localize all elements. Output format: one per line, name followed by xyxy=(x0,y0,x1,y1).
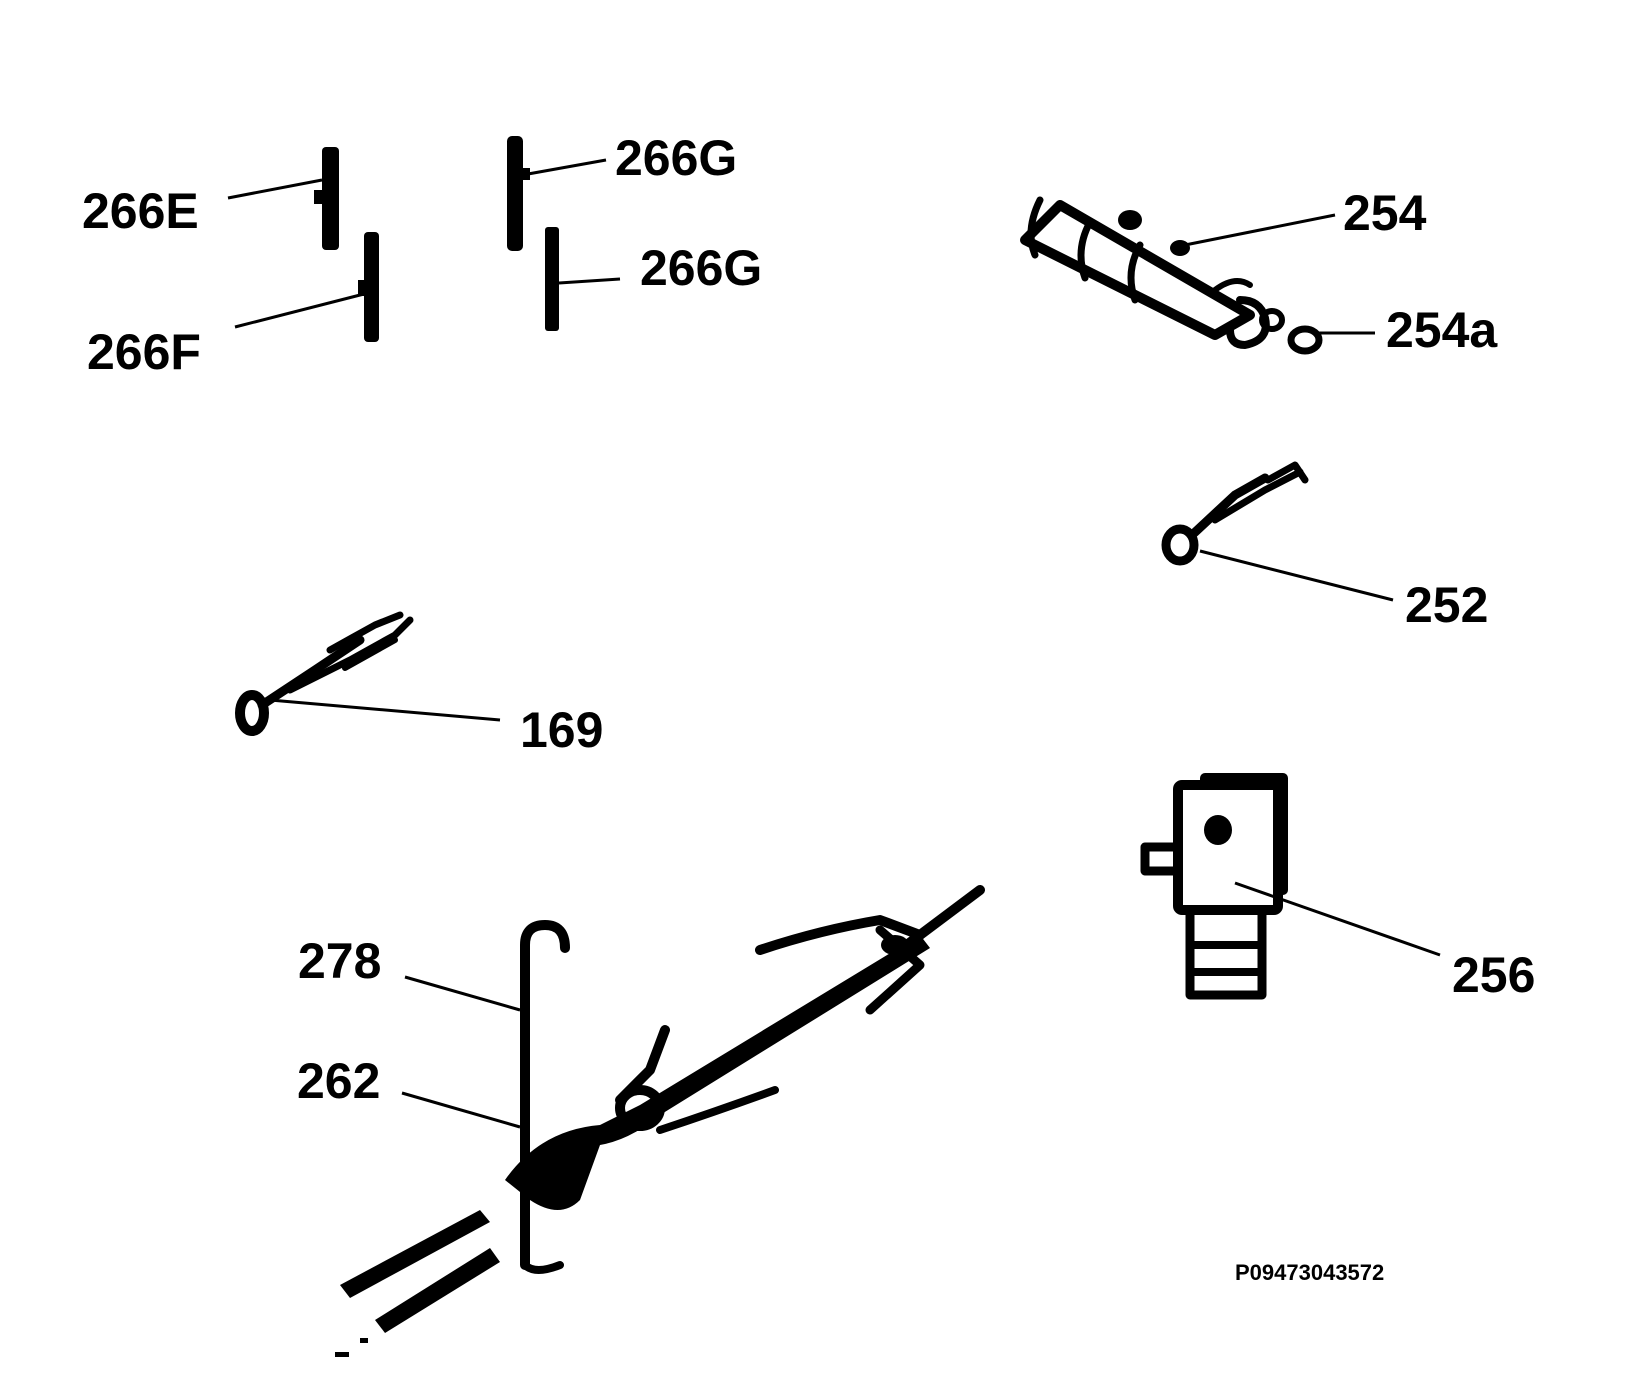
leader-266g-upper xyxy=(527,158,607,176)
leader-254 xyxy=(1184,213,1336,247)
part-256-switch xyxy=(1140,773,1288,1000)
leader-262 xyxy=(401,1091,521,1129)
reference-code: P09473043572 xyxy=(1235,1260,1384,1285)
part-266g-upper-pin xyxy=(507,136,530,251)
leader-169 xyxy=(269,698,501,722)
label-266e: 266E xyxy=(82,183,199,239)
leader-256 xyxy=(1234,881,1441,957)
leader-278 xyxy=(404,975,521,1012)
part-262-linkage xyxy=(335,885,985,1357)
label-254: 254 xyxy=(1343,185,1427,241)
leader-266f xyxy=(234,292,365,329)
label-254a: 254a xyxy=(1386,302,1498,358)
label-262: 262 xyxy=(297,1053,380,1109)
part-278-rod xyxy=(520,920,570,1274)
leader-252 xyxy=(1199,549,1394,602)
label-266g-upper: 266G xyxy=(615,130,737,186)
part-266g-lower-pin xyxy=(545,227,559,331)
label-266f: 266F xyxy=(87,324,201,380)
part-252-connector xyxy=(1161,461,1309,566)
part-254-assembly xyxy=(1020,196,1323,355)
label-278: 278 xyxy=(298,933,381,989)
label-252: 252 xyxy=(1405,577,1488,633)
leader-266g-lower xyxy=(558,277,621,285)
part-266f-pin xyxy=(358,232,379,342)
leader-266e xyxy=(227,178,323,200)
part-169-connector xyxy=(235,611,414,736)
part-266e-pin xyxy=(314,147,339,250)
label-266g-lower: 266G xyxy=(640,240,762,296)
label-169: 169 xyxy=(520,702,603,758)
label-256: 256 xyxy=(1452,947,1535,1003)
